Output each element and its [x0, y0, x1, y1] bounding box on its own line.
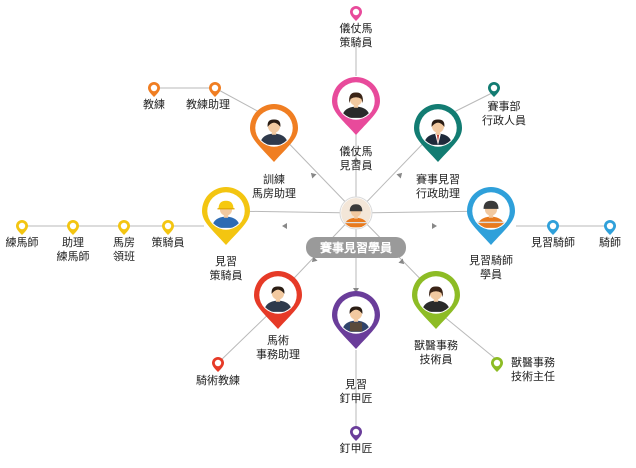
career-node-label: 事務助理: [256, 347, 300, 361]
career-node-label: 見習: [215, 255, 237, 268]
arrow-tick: [353, 288, 359, 293]
career-node-label: 行政助理: [416, 186, 460, 200]
student-icon: [341, 198, 371, 228]
minor-role-label: 馬房: [113, 236, 135, 249]
center-label: 賽事見習學員: [319, 240, 392, 255]
career-node-red[interactable]: [254, 271, 302, 329]
minor-role-label: 獸醫事務: [511, 355, 555, 369]
small-pin-hole: [69, 222, 77, 230]
small-pin-hole: [352, 428, 360, 436]
career-node-label: 儀仗馬: [340, 144, 373, 158]
career-node-orange[interactable]: [250, 104, 298, 162]
male-staff-icon: [264, 286, 292, 312]
farrier-icon: [342, 306, 370, 332]
arrow-tick: [282, 223, 287, 229]
career-node-label: 賽事見習: [416, 172, 460, 186]
worker-helmet-icon: [212, 200, 240, 228]
minor-role-label: 教練助理: [186, 97, 230, 111]
minor-role-label: 練馬師: [6, 235, 39, 249]
center-label-box: [306, 237, 406, 258]
small-pin-hole: [211, 84, 219, 92]
career-node-pink[interactable]: [332, 77, 380, 135]
arrow-tick: [311, 256, 318, 263]
minor-role-label: 技術主任: [511, 370, 555, 383]
small-pin-hole: [150, 84, 158, 92]
career-node-label: 見習: [345, 378, 367, 391]
career-node-label: 學員: [480, 268, 502, 281]
minor-role-teal-1[interactable]: [488, 82, 500, 97]
small-pin-hole: [352, 8, 360, 16]
small-pin-hole: [120, 222, 128, 230]
worker-hardhat-icon: [477, 200, 505, 228]
arrow-tick: [398, 258, 405, 265]
career-node-label: 技術員: [420, 353, 453, 366]
career-nodes: 儀仗馬見習員訓練馬房助理賽事見習行政助理見習策騎員見習騎師學員馬術事務助理見習釘…: [202, 77, 515, 405]
minor-role-label: 行政人員: [482, 113, 526, 127]
minor-role-label: 教練: [143, 97, 165, 111]
small-pin-hole: [549, 222, 557, 230]
career-node-label: 見習騎師: [469, 254, 513, 267]
career-node-label: 獸醫事務: [414, 338, 458, 352]
career-node-label: 馬房助理: [252, 186, 296, 200]
minor-role-purple-1[interactable]: [350, 426, 362, 441]
minor-role-label: 練馬師: [57, 249, 90, 263]
minor-role-pink-1[interactable]: [350, 6, 362, 21]
career-node-label: 策騎員: [210, 268, 243, 282]
career-node-label: 見習員: [340, 159, 373, 172]
minor-role-label: 見習騎師: [531, 236, 575, 249]
connector-line: [435, 309, 498, 361]
small-pin-hole: [493, 359, 501, 367]
minor-role-yellow-2[interactable]: [118, 220, 130, 235]
minor-role-yellow-1[interactable]: [162, 220, 174, 235]
arrow-tick: [396, 172, 403, 179]
minor-role-label: 儀仗馬: [340, 21, 373, 35]
career-node-blue[interactable]: [467, 187, 515, 245]
minor-role-label: 賽事部: [488, 99, 521, 113]
career-node-label: 馬術: [267, 334, 289, 347]
minor-role-green-1[interactable]: [491, 357, 503, 372]
minor-role-orange-2[interactable]: [148, 82, 160, 97]
arrow-tick: [353, 157, 359, 162]
arrow-tick: [310, 172, 317, 179]
female-staff-icon: [342, 92, 370, 118]
career-node-purple[interactable]: [332, 291, 380, 349]
minor-role-label: 騎術教練: [196, 373, 240, 387]
minor-role-label: 助理: [62, 235, 84, 249]
businessman-icon: [424, 119, 452, 145]
arrow-tick: [432, 223, 437, 229]
career-node-label: 訓練: [263, 172, 285, 186]
minor-role-yellow-4[interactable]: [16, 220, 28, 235]
career-node-teal[interactable]: [414, 104, 462, 162]
minor-role-label: 騎師: [599, 236, 621, 249]
minor-role-red-1[interactable]: [212, 357, 224, 372]
minor-role-blue-1[interactable]: [547, 220, 559, 235]
small-pin-hole: [606, 222, 614, 230]
minor-role-yellow-3[interactable]: [67, 220, 79, 235]
career-node-yellow[interactable]: [202, 187, 250, 245]
center-node[interactable]: 賽事見習學員: [306, 196, 406, 258]
small-pin-hole: [164, 222, 172, 230]
minor-role-label: 策騎員: [152, 235, 185, 249]
small-pin-hole: [490, 84, 498, 92]
career-node-label: 釘甲匠: [340, 391, 373, 405]
minor-role-orange-1[interactable]: [209, 82, 221, 97]
career-node-green[interactable]: [412, 271, 460, 329]
minor-role-label: 領班: [113, 249, 135, 263]
minor-role-label: 策騎員: [340, 35, 373, 49]
small-pin-hole: [18, 222, 26, 230]
minor-roles: 儀仗馬策騎員教練助理教練賽事部行政人員策騎員馬房領班助理練馬師練馬師見習騎師騎師…: [6, 6, 621, 455]
male-staff-icon: [260, 119, 288, 145]
minor-role-blue-2[interactable]: [604, 220, 616, 235]
arrow-ticks: [282, 157, 437, 293]
minor-role-label: 釘甲匠: [340, 441, 373, 455]
small-pin-hole: [214, 359, 222, 367]
female-staff-icon: [422, 286, 450, 312]
